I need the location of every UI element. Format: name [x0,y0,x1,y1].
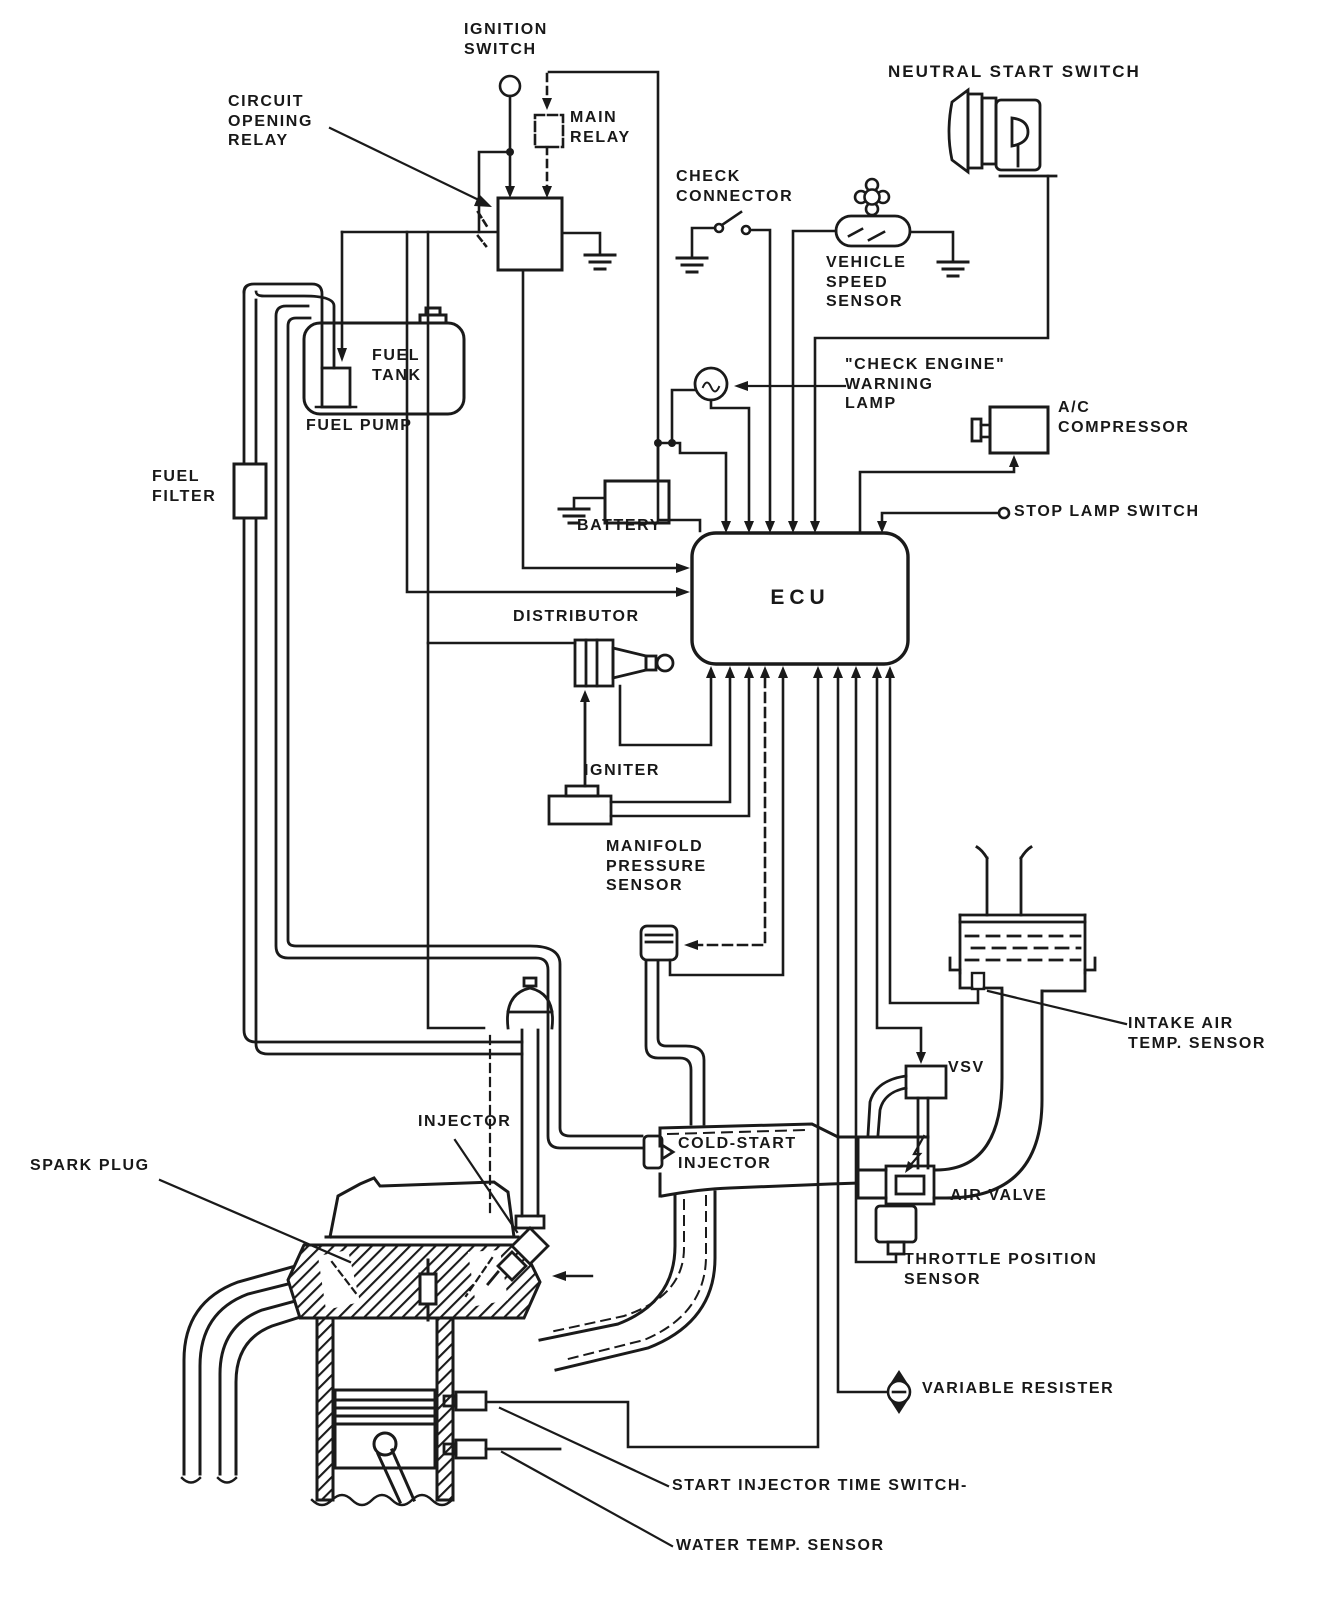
label-battery: BATTERY [577,517,662,534]
air-valve-symbol [884,1134,936,1206]
label-ecu: ECU [770,586,830,609]
variable-resister-symbol [886,1370,912,1414]
circuit-opening-relay-symbol [476,196,564,272]
air-cleaner-symbol [948,845,1097,993]
label-manifold-pressure-sensor: MANIFOLD PRESSURE SENSOR [606,838,707,895]
engine-cross-section [180,1176,542,1507]
vehicle-speed-sensor-symbol [791,177,955,523]
neutral-start-switch-wire [813,174,1050,523]
vsv-symbol [866,1064,948,1170]
label-start-injector-time-switch: START INJECTOR TIME SWITCH- [672,1477,968,1494]
ground-symbol-vss [936,260,970,278]
label-water-temp-sensor: WATER TEMP. SENSOR [676,1537,885,1554]
label-check-engine-warning-lamp: "CHECK ENGINE" WARNING LAMP [845,356,1006,413]
warning-lamp-symbol [670,366,847,523]
spark-plug-symbol [418,1258,438,1322]
igniter-symbol [547,690,613,826]
fuel-tank-symbol [302,306,466,416]
fuel-pump-symbol [314,366,358,409]
ecu-bottom-arrows [706,666,895,678]
label-air-valve: AIR VALVE [950,1187,1048,1204]
label-neutral-start-switch: NEUTRAL START SWITCH [888,62,1141,81]
label-main-relay: MAIN RELAY [570,109,631,146]
ecu-top-arrows [721,521,887,533]
ecu-box [690,531,910,666]
label-distributor: DISTRIBUTOR [513,608,640,625]
water-temp-sensor-symbol [442,1438,562,1460]
leader-lines [158,126,1128,1548]
manifold-pressure-sensor-pipe [644,960,706,1126]
label-intake-air-temp-sensor: INTAKE AIR TEMP. SENSOR [1128,1015,1267,1052]
ecu-bottom-harness [486,676,980,1449]
plenum-chamber [658,1122,930,1200]
check-connector-symbol [690,210,772,523]
fuel-pipe-return [274,304,644,1150]
ac-compressor-symbol [858,405,1050,533]
stop-lamp-switch-symbol [880,506,1011,523]
ground-symbol-check-connector [675,256,709,274]
ground-symbol-cor [583,253,617,271]
battery-bus [654,439,728,523]
label-cold-start-injector: COLD-START INJECTOR [678,1135,797,1172]
label-check-connector: CHECK CONNECTOR [676,168,794,205]
injector-symbol [486,1034,594,1286]
intake-pipe [856,989,1044,1200]
ground-symbol-battery [557,507,591,525]
label-vsv: VSV [948,1059,985,1076]
label-spark-plug: SPARK PLUG [30,1157,150,1174]
intake-outlet-pipe [538,1190,717,1372]
fuel-filter-symbol [232,462,268,520]
label-variable-resister: VARIABLE RESISTER [922,1380,1115,1397]
circuit-opening-relay-wires [337,230,690,1030]
label-fuel-pump: FUEL PUMP [306,417,413,434]
label-fuel-filter: FUEL FILTER [152,468,217,505]
label-vehicle-speed-sensor: VEHICLE SPEED SENSOR [826,254,907,311]
label-throttle-position-sensor: THROTTLE POSITION SENSOR [904,1251,1098,1288]
label-igniter: IGNITER [584,762,661,779]
throttle-position-sensor-symbol [874,1204,918,1256]
label-ac-compressor: A/C COMPRESSOR [1058,399,1190,436]
label-stop-lamp-switch: STOP LAMP SWITCH [1014,503,1200,520]
label-fuel-tank: FUEL TANK [372,347,422,384]
main-relay-circuit [533,70,702,533]
start-injector-time-switch-symbol [442,1390,488,1412]
label-ignition-switch: IGNITION SWITCH [464,21,548,58]
manifold-pressure-sensor-symbol [639,924,679,962]
fuel-rail [506,976,554,1230]
fuel-pipe-supply [242,282,524,1056]
main-relay-symbol [533,113,565,149]
label-injector: INJECTOR [418,1113,512,1130]
intake-air-temp-sensor-symbol [970,971,986,991]
distributor-symbol [573,638,675,688]
cold-start-injector-symbol [642,1134,676,1170]
neutral-start-switch-symbol [947,87,1058,178]
label-circuit-opening-relay: CIRCUIT OPENING RELAY [228,93,313,150]
battery-symbol [572,441,671,525]
